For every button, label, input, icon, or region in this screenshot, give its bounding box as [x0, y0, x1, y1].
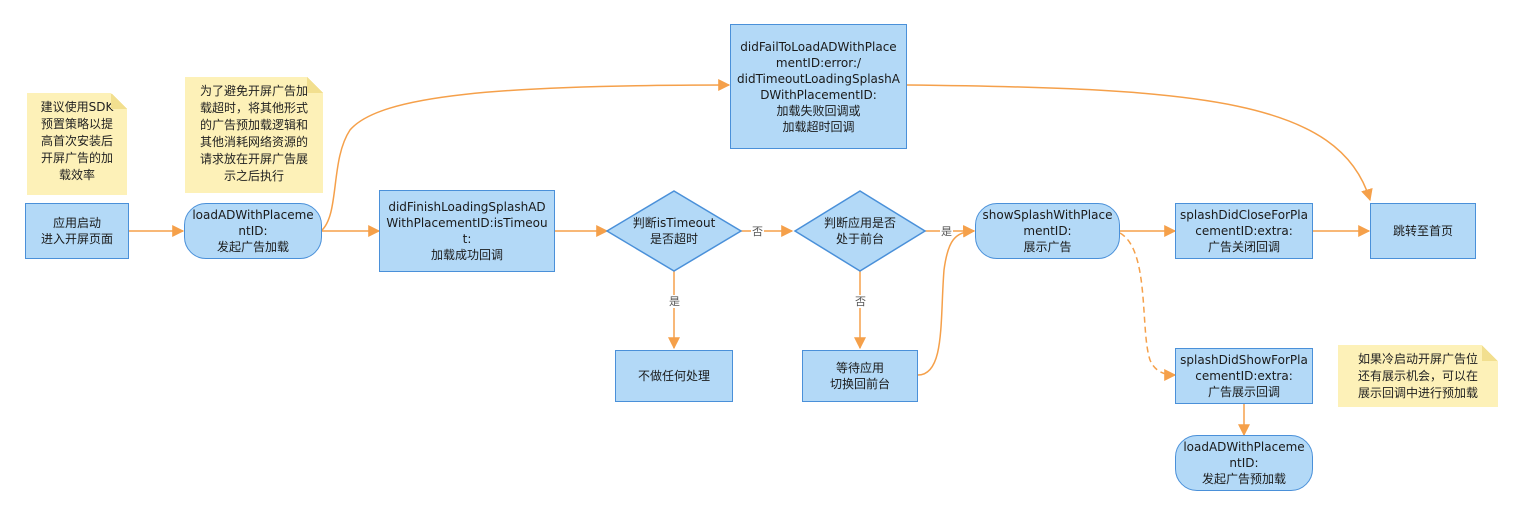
node-did-close[interactable]: splashDidCloseForPlacementID:extra: 广告关闭…: [1175, 203, 1313, 259]
edge-load-to-fail: [320, 79, 731, 232]
node-do-nothing[interactable]: 不做任何处理: [615, 350, 733, 402]
node-home[interactable]: 跳转至首页: [1370, 203, 1476, 259]
edge-label-timeout-yes: 是: [668, 295, 681, 308]
node-show-splash[interactable]: showSplashWithPlacementID: 展示广告: [975, 203, 1120, 259]
node-wait-foreground[interactable]: 等待应用 切换回前台: [802, 350, 918, 402]
node-load-ad[interactable]: loadADWithPlacementID: 发起广告加载: [184, 203, 322, 259]
note-avoid-timeout: 为了避免开屏广告加 载超时，将其他形式 的广告预加载逻辑和 其他消耗网络资源的 …: [185, 77, 323, 193]
node-app-start[interactable]: 应用启动 进入开屏页面: [25, 203, 129, 259]
node-preload[interactable]: loadADWithPlacementID: 发起广告预加载: [1175, 435, 1313, 491]
edge-fail-to-home: [906, 84, 1373, 202]
decision-timeout-label[interactable]: 判断isTimeout 是否超时: [632, 216, 716, 246]
node-did-finish[interactable]: didFinishLoadingSplashADWithPlacementID:…: [379, 190, 555, 272]
edge-label-foreground-yes: 是: [940, 225, 953, 238]
decision-foreground-shape: [793, 190, 927, 272]
decision-timeout-shape: [605, 190, 743, 272]
decision-foreground-label[interactable]: 判断应用是否 处于前台: [823, 216, 896, 246]
edge-label-timeout-no: 否: [751, 225, 764, 238]
note-cold-start: 如果冷启动开屏广告位 还有展示机会，可以在 展示回调中进行预加载: [1338, 345, 1498, 407]
node-did-fail[interactable]: didFailToLoadADWithPlacementID:error:/ d…: [730, 24, 907, 149]
edge-show-to-didshow: [1119, 232, 1177, 381]
edge-label-foreground-no: 否: [854, 295, 867, 308]
edge-wait-to-show: [917, 225, 976, 376]
node-did-show[interactable]: splashDidShowForPlacementID:extra: 广告展示回…: [1175, 348, 1313, 404]
note-sdk-strategy: 建议使用SDK 预置策略以提 高首次安装后 开屏广告的加 载效率: [27, 93, 127, 195]
